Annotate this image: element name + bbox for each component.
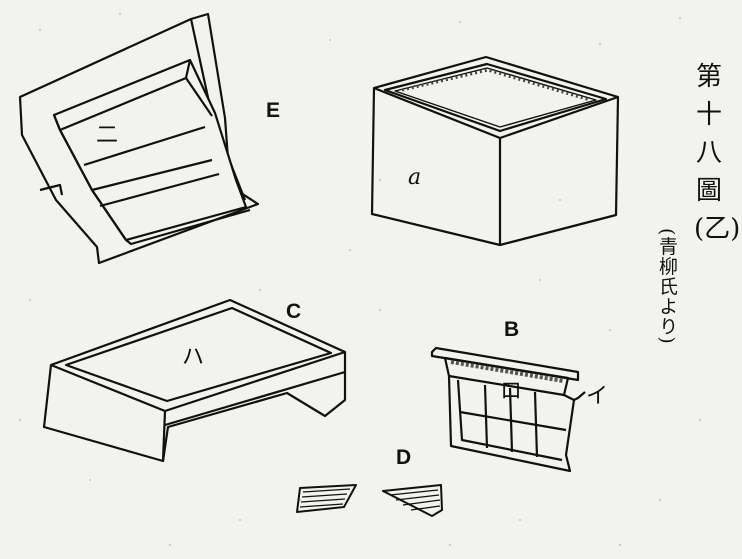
title-char-1: 第 bbox=[695, 62, 722, 92]
label-c-inner: ハ bbox=[182, 345, 204, 370]
figure-source: (青柳氏より) bbox=[656, 228, 678, 345]
label-b: B bbox=[504, 318, 519, 341]
drawing-b bbox=[430, 346, 586, 473]
paper-speckles bbox=[19, 13, 701, 546]
label-b-side: イ bbox=[586, 384, 608, 409]
label-e: E bbox=[266, 99, 280, 122]
title-char-5: (乙) bbox=[694, 214, 741, 244]
drawing-e bbox=[18, 12, 260, 265]
label-d: D bbox=[396, 446, 411, 469]
drawing-c bbox=[42, 298, 347, 463]
figure-title: 第 十 八 圖 (乙) bbox=[694, 58, 741, 248]
drawing-a bbox=[370, 55, 620, 247]
title-char-3: 八 bbox=[695, 138, 722, 168]
label-a: a bbox=[408, 165, 421, 190]
title-char-4: 圖 bbox=[695, 176, 722, 206]
drawing-d bbox=[296, 484, 443, 517]
title-char-2: 十 bbox=[695, 100, 722, 130]
wedge-left bbox=[296, 484, 357, 513]
wedge-right bbox=[382, 484, 443, 517]
label-e-inner: 二 bbox=[96, 123, 118, 148]
label-c: C bbox=[286, 300, 301, 323]
label-b-inner: ロ bbox=[500, 379, 522, 404]
